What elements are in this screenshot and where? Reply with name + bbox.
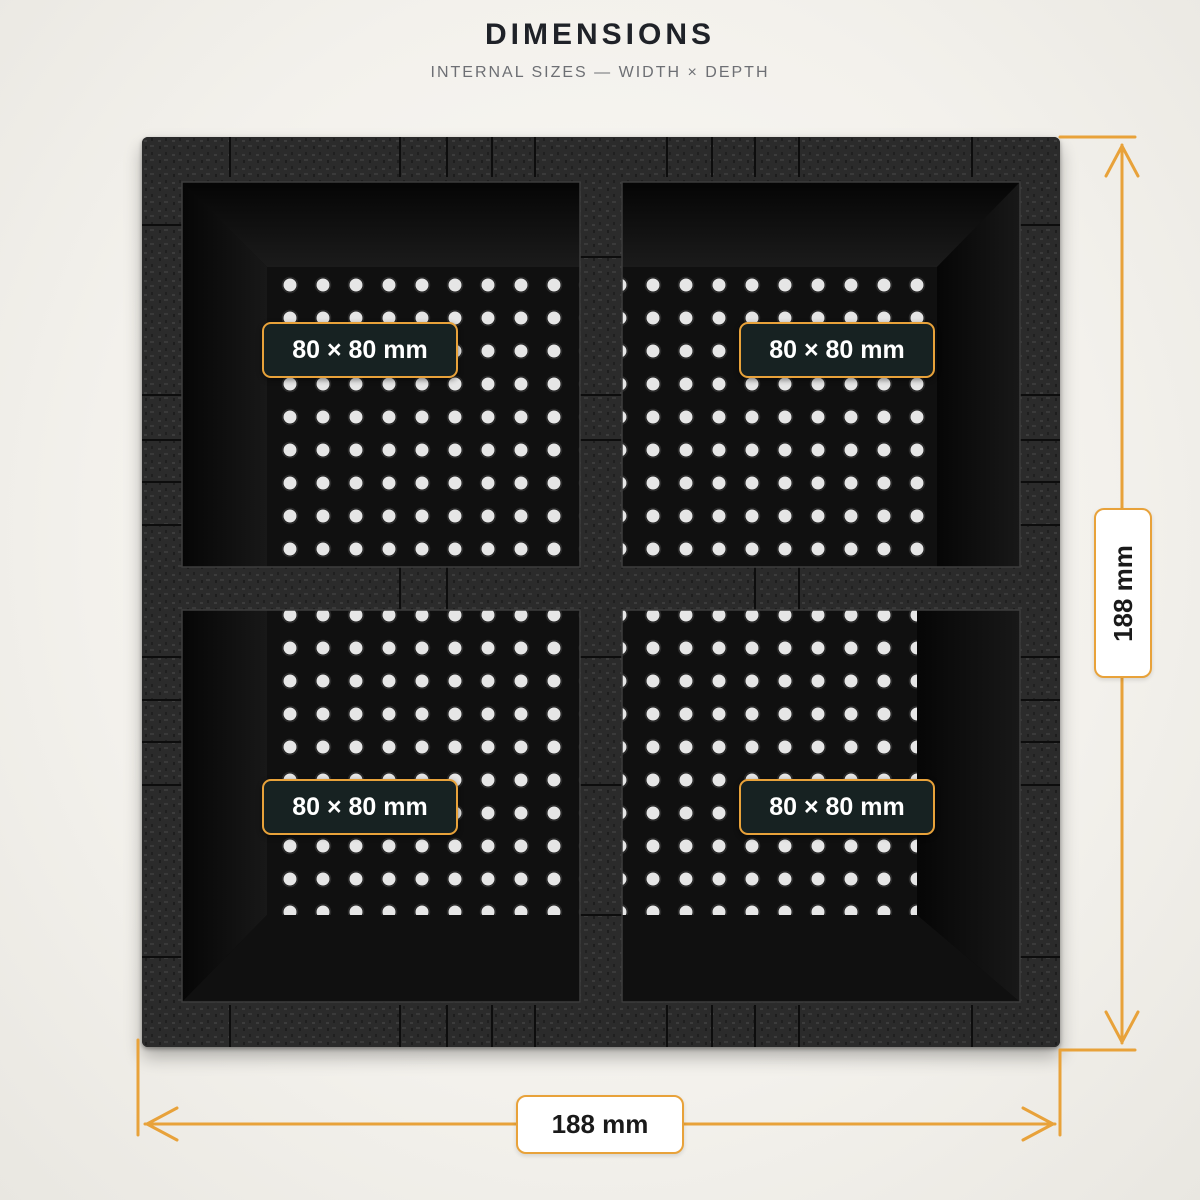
width-arrow-right-icon (1021, 1106, 1055, 1142)
organizer-tray-image: 80 × 80 mm 80 × 80 mm 80 × 80 mm 80 × 80… (142, 137, 1060, 1047)
compartment-size-label-bottom-right: 80 × 80 mm (739, 779, 935, 835)
overall-height-text: 188 mm (1107, 544, 1138, 642)
page-subtitle: INTERNAL SIZES — WIDTH × DEPTH (430, 64, 770, 81)
height-arrow-top-icon (1104, 144, 1140, 178)
page-title: DIMENSIONS (484, 18, 716, 51)
compartment-size-label-bottom-left: 80 × 80 mm (262, 779, 458, 835)
compartment-bottom-right (622, 610, 1020, 1002)
width-arrow-left-icon (145, 1106, 179, 1142)
height-arrow-bottom-icon (1104, 1010, 1140, 1044)
compartment-size-label-top-left: 80 × 80 mm (262, 322, 458, 378)
overall-width-label: 188 mm (516, 1095, 684, 1154)
tray-illustration (142, 137, 1060, 1047)
overall-height-label: 188 mm (1094, 508, 1152, 678)
compartment-size-label-top-right: 80 × 80 mm (739, 322, 935, 378)
